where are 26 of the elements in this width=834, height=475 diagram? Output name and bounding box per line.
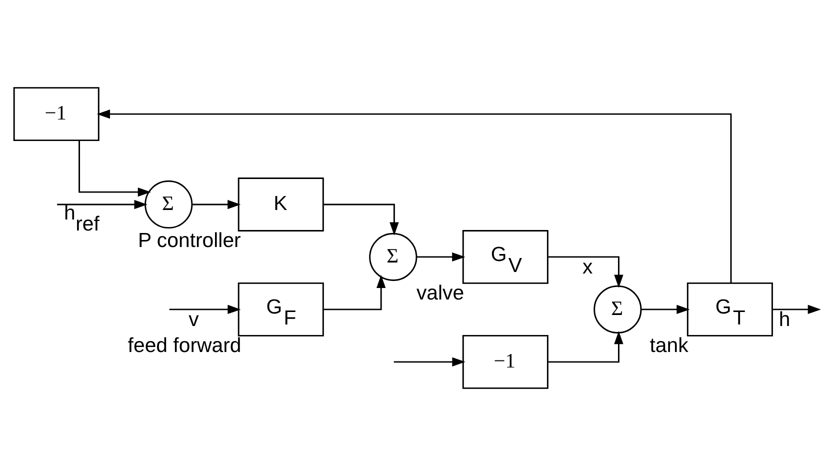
arrow [324,203,399,235]
arrow [78,140,151,196]
edge-label: x [582,256,593,278]
node-circle: Σ [594,284,642,333]
arrow [416,252,466,262]
node-box: −1 [462,334,548,388]
arrow [641,304,690,314]
edge-label: h [778,308,790,330]
node-label: valve [416,282,464,304]
arrow [169,304,241,314]
node-box: −1 [13,86,100,141]
node-label: P controller [138,230,241,252]
arrow [192,199,241,209]
node-label: tank [650,334,688,357]
node-circle: Σ [144,180,193,228]
node-box: K [238,177,324,231]
arrow [772,304,821,314]
arrow [96,108,732,283]
node-circle: Σ [369,232,418,280]
edge-label: v [188,308,199,330]
arrow [57,199,148,209]
arrow [548,256,624,288]
arrow [394,356,466,366]
arrow [548,330,624,362]
arrow [323,274,386,310]
node-label: feed forward [128,334,242,357]
